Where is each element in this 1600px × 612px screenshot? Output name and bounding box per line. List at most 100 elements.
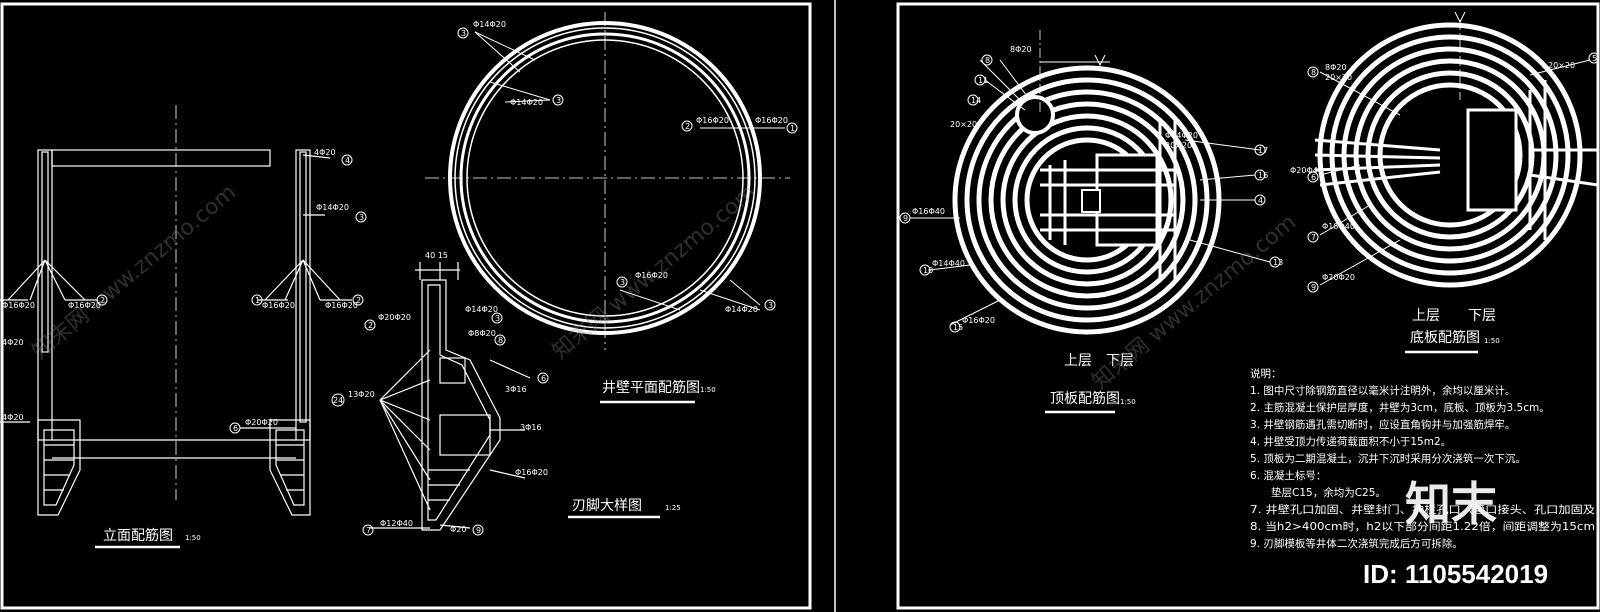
circle-num: 8 [1311,68,1316,77]
label-d-6: Φ16Φ20 [515,468,548,477]
bottom-slab-upper: 上层 [1412,308,1440,324]
detail-labels: 40 15 2 Φ20Φ20 Φ14Φ20 3 Φ8Φ20 8 24 13Φ20… [331,251,681,536]
bottom-slab-labels: 8 8Φ20 20×20 6 Φ20Φ40 7 Φ18Φ40 9 Φ20Φ20 … [1290,52,1600,354]
bottom-slab-title: 底板配筋图 [1410,329,1480,346]
left-sheet: 4Φ20 4 Φ14Φ20 3 Φ16Φ20 Φ16Φ20 1 2 Φ16Φ20… [0,2,812,610]
label-e-bot: Φ20Φ20 [245,418,278,427]
label-t8: 20×20 [950,120,977,129]
label-p-top2: Φ14Φ20 [510,98,543,107]
bottom-slab-lower: 下层 [1468,308,1496,324]
circle-num: 1 [255,296,260,305]
circle-num: 3 [620,278,625,287]
circle-num: 7 [1311,233,1316,242]
note-2: 2. 主筋混凝土保护层厚度，井壁为3cm，底板、顶板为3.5cm。 [1250,401,1550,414]
circle-num: 3 [768,301,773,310]
circle-num: 9 [903,214,908,223]
circle-num: 3 [556,96,561,105]
circle-num: 14 [971,96,981,105]
circle-num: 24 [333,396,343,405]
circle-num: 9 [476,526,481,535]
circle-num: 1 [790,124,795,133]
label-d-4: 13Φ20 [348,390,375,399]
right-sheet-frame [896,2,1600,610]
elevation-drawing [0,105,352,516]
note-9: 9. 刃脚模板等井体二次浇筑完成后方可拆除。 [1250,537,1463,550]
note-3: 3. 井壁钢筋遇孔需切断时，应设直角钩并与加强筋焊牢。 [1250,418,1515,431]
label-d-9: Φ20 [450,525,466,534]
label-d-top: 40 15 [425,251,448,260]
label-p-b2: Φ14Φ20 [725,305,758,314]
top-slab-title: 顶板配筋图 [1050,390,1120,407]
label-e-left2: Φ16Φ20 [68,301,101,310]
top-slab-labels: 8 8Φ20 11 14 20×20 Φ14Φ20 20×20 17 16 4 … [899,45,1283,414]
elevation-labels: 4Φ20 4 Φ14Φ20 3 Φ16Φ20 Φ16Φ20 1 2 Φ16Φ20… [2,148,367,549]
brand-logo: 知末 [1405,477,1497,531]
circle-num: 3 [495,314,500,323]
bottom-slab-scale: 1:50 [1484,337,1500,345]
label-b5: Φ20Φ20 [1322,273,1355,282]
label-d-1: Φ20Φ20 [378,313,411,322]
notes-heading: 说明： [1250,367,1282,380]
label-t2: Φ14Φ20 [1165,131,1198,140]
label-d-5: 3Φ16 [505,385,527,394]
circle-num: 10 [923,266,933,275]
label-e-left3: 4Φ20 [2,338,24,347]
circle-num: 3 [461,29,466,38]
label-b6: 20×20 [1548,61,1575,70]
label-t3: 20×20 [1165,141,1192,150]
circle-num: 15 [953,323,963,332]
detail-scale: 1:25 [665,504,681,512]
left-sheet-frame [0,2,812,610]
label-e-bot-r: 4Φ20 [2,413,24,422]
circle-num: 7 [366,526,371,535]
label-d-8: Φ12Φ40 [380,519,413,528]
note-5: 5. 顶板为二期混凝土，沉井下沉时采用分次浇筑一次下沉。 [1250,452,1526,465]
circle-num: 4 [1258,196,1263,205]
label-e-top: 4Φ20 [314,148,336,157]
circle-num: 4 [345,156,350,165]
circle-num: 2 [356,296,361,305]
note-6: 6. 混凝土标号： [1250,469,1326,482]
label-p-r2: Φ16Φ20 [755,116,788,125]
image-id: ID: 1105542019 [1363,559,1548,589]
label-t1: 8Φ20 [1010,45,1032,54]
circle-num: 6 [541,374,546,383]
label-p-b1: Φ16Φ20 [635,271,668,280]
circle-num: 2 [368,321,373,330]
top-slab-upper: 上层 [1064,353,1092,369]
circle-num: 13 [1273,258,1283,267]
note-4: 4. 井壁受顶力传递荷载面积不小于15m2。 [1250,435,1451,448]
plan-scale: 1:50 [700,386,716,394]
detail-drawing [370,262,531,531]
top-slab-scale: 1:50 [1120,398,1136,406]
circle-num: 6 [233,424,238,433]
circle-num: 9 [1311,283,1316,292]
right-sheet: 8 8Φ20 11 14 20×20 Φ14Φ20 20×20 17 16 4 … [896,2,1600,610]
note-7: 7. 井壁孔口加固、井壁封门、护栏孔口（管口接头、孔口加固及 [1250,503,1596,516]
label-t5: Φ16Φ40 [912,207,945,216]
circle-num: 2 [100,296,105,305]
circle-num: 16 [1258,171,1268,180]
label-t7: Φ16Φ20 [962,316,995,325]
note-8: 8. 当h2>400cm时，h2以下部分间距1.22倍，间距调整为15cm [1250,520,1595,533]
circle-num: 17 [1258,146,1268,155]
label-t6: Φ14Φ40 [932,259,965,268]
label-p-top: Φ14Φ20 [473,20,506,29]
label-e-mid-r2: Φ16Φ20 [325,301,358,310]
label-b3: Φ20Φ40 [1290,166,1323,175]
note-1: 1. 图中尺寸除钢筋直径以毫米计注明外，余均以厘米计。 [1250,384,1515,397]
label-e-mid-r: Φ16Φ20 [262,301,295,310]
circle-num: 8 [498,336,503,345]
elevation-title: 立面配筋图 [103,527,173,544]
label-p-r1: Φ16Φ20 [696,116,729,125]
label-d-7: 3Φ16 [520,423,542,432]
label-b4: Φ18Φ40 [1322,222,1355,231]
bottom-slab-drawing [1314,11,1599,288]
detail-title: 刃脚大样图 [572,498,642,514]
circle-num: 3 [359,213,364,222]
elevation-scale: 1:50 [185,534,201,542]
circle-num: 2 [685,122,690,131]
circle-num: 11 [978,76,988,85]
label-d-2: Φ14Φ20 [465,305,498,314]
